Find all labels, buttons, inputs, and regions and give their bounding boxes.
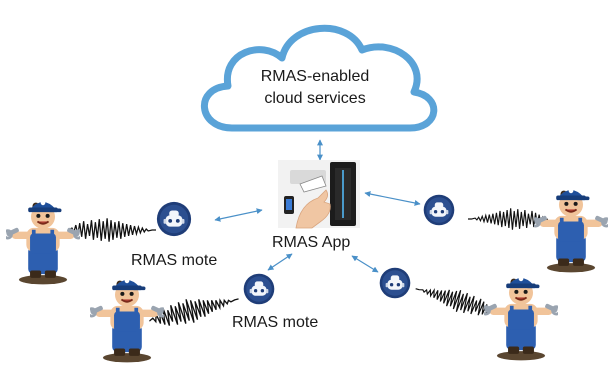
mote-label: RMAS mote	[131, 252, 218, 269]
cloud-label-line1: RMAS-enabled	[260, 68, 370, 85]
mote3-app-connector	[364, 191, 421, 206]
signal-wave-icon	[68, 217, 156, 243]
tablet-app-icon	[278, 160, 360, 229]
mote-label: RMAS mote	[232, 314, 319, 331]
cloud-label-line2: cloud services	[264, 90, 366, 107]
mote-badge-icon	[423, 194, 455, 226]
mote-badge-icon	[156, 201, 192, 237]
mote2-app-connector	[267, 253, 293, 271]
mote4-app-connector	[351, 255, 379, 273]
mechanic-icon	[534, 187, 608, 274]
mechanic-icon	[6, 199, 80, 286]
app-label: RMAS App	[272, 234, 351, 251]
mote-badge-icon	[379, 267, 411, 299]
mechanic-icon	[484, 275, 558, 362]
mote-badge-icon	[243, 273, 275, 305]
cloud-label: RMAS-enabled cloud services	[240, 66, 390, 110]
cloud-icon	[200, 24, 438, 132]
connector-lines	[214, 139, 421, 273]
mote1-app-connector	[214, 208, 263, 222]
